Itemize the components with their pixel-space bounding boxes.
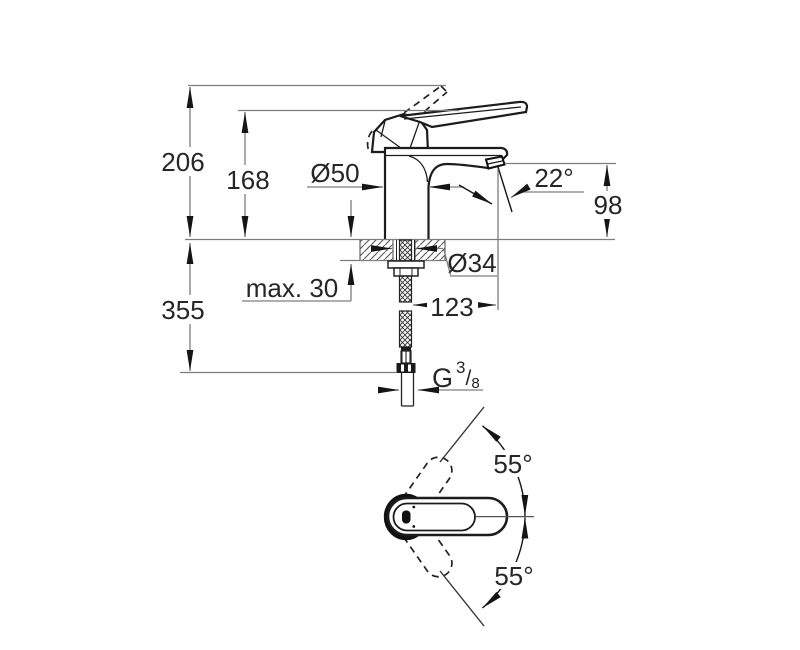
dim-34-label: Ø34 <box>447 248 496 278</box>
lever-dot <box>412 525 416 528</box>
dim-22-label: 22° <box>534 163 573 193</box>
mounting-nut <box>393 267 419 277</box>
dim-123-label: 123 <box>430 292 473 322</box>
dim-34-leader <box>443 249 497 277</box>
aerator-line <box>487 160 504 165</box>
thread-tail-tube <box>400 373 415 407</box>
dim-50-label: Ø50 <box>310 158 359 188</box>
water-stream-line <box>497 166 513 213</box>
lever-top-inner <box>392 502 476 532</box>
dim-max30-label: max. 30 <box>246 273 339 303</box>
thread-slash: / <box>465 367 471 390</box>
thread-prefix: G <box>432 363 453 393</box>
hose-braid-lower <box>398 310 413 348</box>
lever-blade <box>399 100 529 129</box>
label-bg <box>586 191 630 219</box>
body-fill <box>385 148 508 239</box>
dimensions-side: 206 168 355 98 Ø50 max. 30 Ø34 <box>155 84 630 394</box>
swivel-limit-line-down <box>439 570 485 627</box>
dim-22-arrow <box>510 183 531 199</box>
swivel-down-label: 55° <box>494 561 533 591</box>
hose-knurl <box>400 350 412 364</box>
lever-dot <box>412 505 416 509</box>
dim-355-label: 355 <box>161 295 204 325</box>
dim-168-label: 168 <box>226 165 269 195</box>
dim-206-label: 206 <box>161 147 204 177</box>
raised-knob-dashed <box>366 130 373 153</box>
spout-inner-curve <box>408 155 429 183</box>
shank-sleeve <box>396 240 415 260</box>
label-bg <box>488 450 539 477</box>
lever-slot <box>402 510 411 524</box>
raised-lever-tip-dashed <box>440 85 448 93</box>
mounting-flange <box>387 260 425 269</box>
deck-hatch-right <box>415 240 445 260</box>
spout-underside <box>427 162 489 239</box>
deck-edges <box>359 240 446 260</box>
lever-blade-edge <box>403 106 522 120</box>
dim-98-label: 98 <box>594 190 623 220</box>
deck-hatch-left <box>360 240 393 260</box>
thread-numerator: 3 <box>456 358 465 377</box>
label-bg <box>220 165 277 194</box>
hose-ferrule <box>401 347 411 351</box>
lever-handle <box>370 100 529 154</box>
label-bg <box>489 562 540 589</box>
side-view: 206 168 355 98 Ø50 max. 30 Ø34 <box>155 84 630 407</box>
threaded-shank <box>398 239 413 262</box>
hose-end-nut <box>396 363 416 373</box>
label-bg <box>427 293 478 319</box>
hose-braid-upper <box>398 275 413 303</box>
top-view: 55° 55° <box>383 406 540 627</box>
mounting-nut-facets <box>399 268 413 276</box>
body-outline <box>383 146 509 239</box>
swivel-up-label: 55° <box>493 449 532 479</box>
label-bg <box>155 147 212 176</box>
swivel-limit-line-up <box>439 406 485 463</box>
thread-denominator: 8 <box>471 375 479 392</box>
faucet-body <box>383 146 513 239</box>
label-bg <box>155 295 212 324</box>
hose-nut-highlight <box>408 364 411 372</box>
hose-nut-highlight <box>401 364 404 372</box>
dim-22-arc-arrow <box>458 184 493 205</box>
supply-hose <box>387 239 425 407</box>
